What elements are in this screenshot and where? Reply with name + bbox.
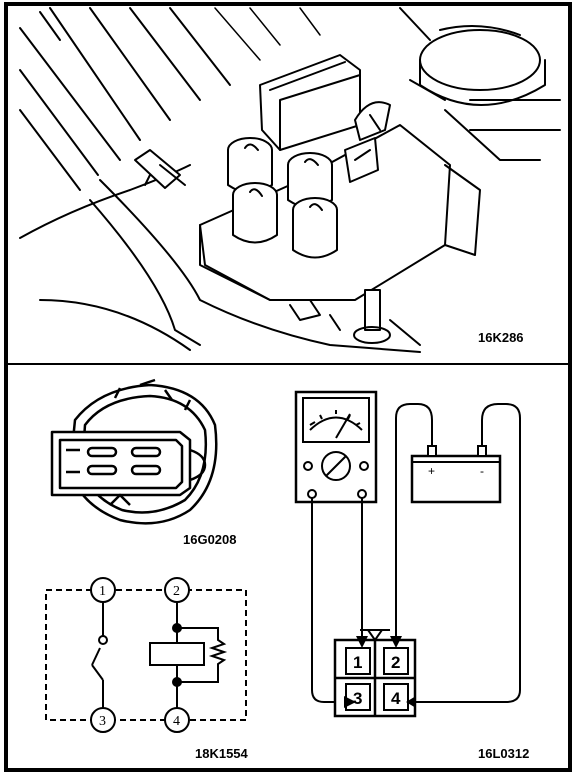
connector-slot [130,446,162,458]
multimeter-socket [357,489,367,499]
circuit-terminal-label: 1 [99,584,106,599]
connector-key-triangle [366,629,384,642]
test-setup-diagram [294,390,521,718]
multimeter-display [302,397,370,443]
relay-circuit-diagram [45,577,247,733]
connector-slot [86,464,118,476]
multimeter-socket [307,489,317,499]
circuit-dashed-outline [45,589,247,721]
battery-negative-label: - [480,464,484,478]
circuit-terminal-label: 2 [173,584,180,599]
connector-slot [86,446,118,458]
battery-positive-label: + [428,464,435,478]
connector-pin-label: 2 [391,653,400,672]
connector-pin-label: 3 [353,689,362,708]
outer-border [4,2,572,772]
connector-slot [130,464,162,476]
connector-face-illustration [50,378,218,525]
figure-code-engine-bay: 16K286 [478,330,524,345]
figure-code-connector: 16G0208 [183,532,237,547]
battery [410,454,502,504]
connector-pin-label: 1 [353,653,362,672]
connector-pin-label: 4 [391,689,401,708]
engine-bay-illustration [19,7,561,353]
figure-code-circuit: 18K1554 [195,746,249,761]
circuit-terminal-label: 4 [173,714,180,729]
figure-code-test-setup: 16L0312 [478,746,529,761]
circuit-terminal-label: 3 [99,714,106,729]
probe-arrows [344,636,416,708]
